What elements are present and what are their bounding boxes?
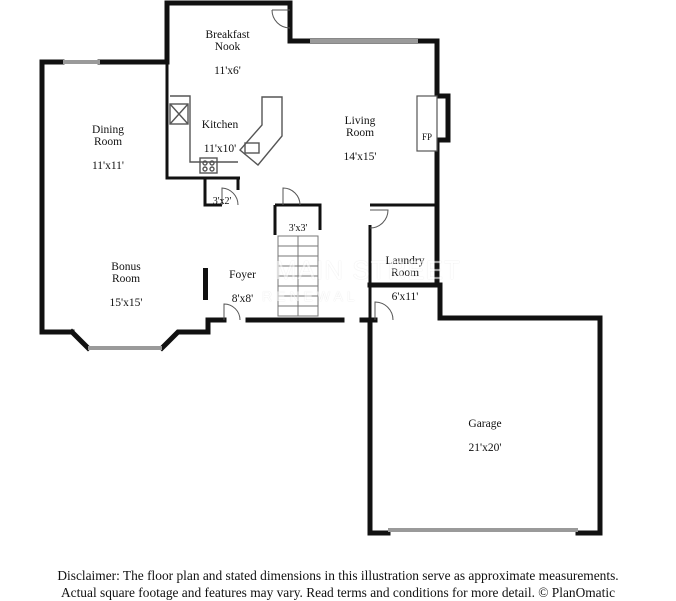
burner-3 xyxy=(202,166,208,172)
label-pantry: 3'x2' xyxy=(206,185,238,218)
wall-garage-right xyxy=(437,282,603,536)
label-living-room: Living Room 14'x15' xyxy=(325,103,395,175)
label-dining-room: Dining Room 11'x11' xyxy=(73,112,143,184)
fireplace-box xyxy=(416,95,438,152)
room-name-kitchen: Kitchen xyxy=(201,119,239,131)
counter-island xyxy=(238,96,283,166)
burner-1 xyxy=(202,160,208,166)
wall-breakfast-nook xyxy=(164,0,303,44)
burner-4 xyxy=(209,166,215,172)
watermark-line2: RENEWAL xyxy=(262,288,359,304)
windows xyxy=(63,39,578,532)
room-name-garage: Garage xyxy=(468,418,502,430)
door-laundry xyxy=(369,209,389,229)
room-name-dining-room: Dining Room xyxy=(92,124,124,148)
room-dims-pantry: 3'x2' xyxy=(212,196,232,207)
label-fireplace: FP xyxy=(417,119,437,155)
disclaimer-line2: Actual square footage and features may v… xyxy=(60,585,616,600)
disclaimer-line1: Disclaimer: The floor plan and stated di… xyxy=(57,568,619,583)
room-dims-kitchen: 11'x10' xyxy=(203,143,237,155)
label-laundry-room: Laundry Room 6'x11' xyxy=(370,243,440,315)
door-front xyxy=(223,303,241,321)
room-dims-laundry-room: 6'x11' xyxy=(391,291,419,303)
fireplace-text: FP xyxy=(421,132,432,142)
door-pantry xyxy=(221,187,239,206)
stove-icon xyxy=(199,157,218,174)
room-dims-living-room: 14'x15' xyxy=(343,151,377,163)
door-garage xyxy=(374,301,394,321)
sink-icon xyxy=(244,142,260,154)
exterior-walls xyxy=(39,0,603,536)
burner-2 xyxy=(209,160,215,166)
room-name-foyer: Foyer xyxy=(229,269,256,281)
doors xyxy=(221,9,394,321)
wall-bay-right xyxy=(158,329,203,352)
room-name-laundry-room: Laundry Room xyxy=(385,255,425,279)
kitchen-counters xyxy=(169,95,283,174)
room-name-living-room: Living Room xyxy=(344,115,376,139)
room-dims-foyer: 8'x8' xyxy=(231,293,254,305)
wall-breakfast-nook-left xyxy=(97,0,170,65)
room-dims-dining-room: 11'x11' xyxy=(91,160,125,172)
door-nook xyxy=(271,9,291,29)
room-dims-closet: 3'x3' xyxy=(288,223,308,234)
label-foyer: Foyer 8'x8' xyxy=(215,257,270,317)
staircase xyxy=(277,235,319,317)
wall-stair-box xyxy=(275,203,322,230)
foyer-wall-stub xyxy=(203,268,208,300)
label-breakfast-nook: Breakfast Nook 11'x6' xyxy=(180,17,275,89)
label-bonus-room: Bonus Room 15'x15' xyxy=(91,249,161,321)
wall-kitchen-left xyxy=(165,62,240,180)
interior-walls xyxy=(165,62,437,320)
wall-bay-left xyxy=(68,328,92,352)
wall-laundry-right xyxy=(367,202,440,288)
fridge-icon xyxy=(169,103,189,125)
label-garage: Garage 21'x20' xyxy=(450,406,520,466)
wall-garage-left xyxy=(367,317,391,536)
label-closet: 3'x3' xyxy=(279,212,317,245)
room-dims-bonus-room: 15'x15' xyxy=(109,297,143,309)
room-name-breakfast-nook: Breakfast Nook xyxy=(205,29,250,53)
wall-left-exterior xyxy=(39,59,75,335)
room-dims-breakfast-nook: 11'x6' xyxy=(214,65,241,77)
label-kitchen: Kitchen 11'x10' xyxy=(185,107,255,167)
door-closet xyxy=(282,187,301,206)
room-name-bonus-room: Bonus Room xyxy=(111,261,141,285)
room-dims-garage: 21'x20' xyxy=(468,442,502,454)
fridge-cross-2 xyxy=(169,103,189,125)
wall-foyer-bottom xyxy=(197,317,227,335)
watermark-line1: MAIN STREET xyxy=(275,255,461,285)
wall-pantry xyxy=(203,178,222,207)
